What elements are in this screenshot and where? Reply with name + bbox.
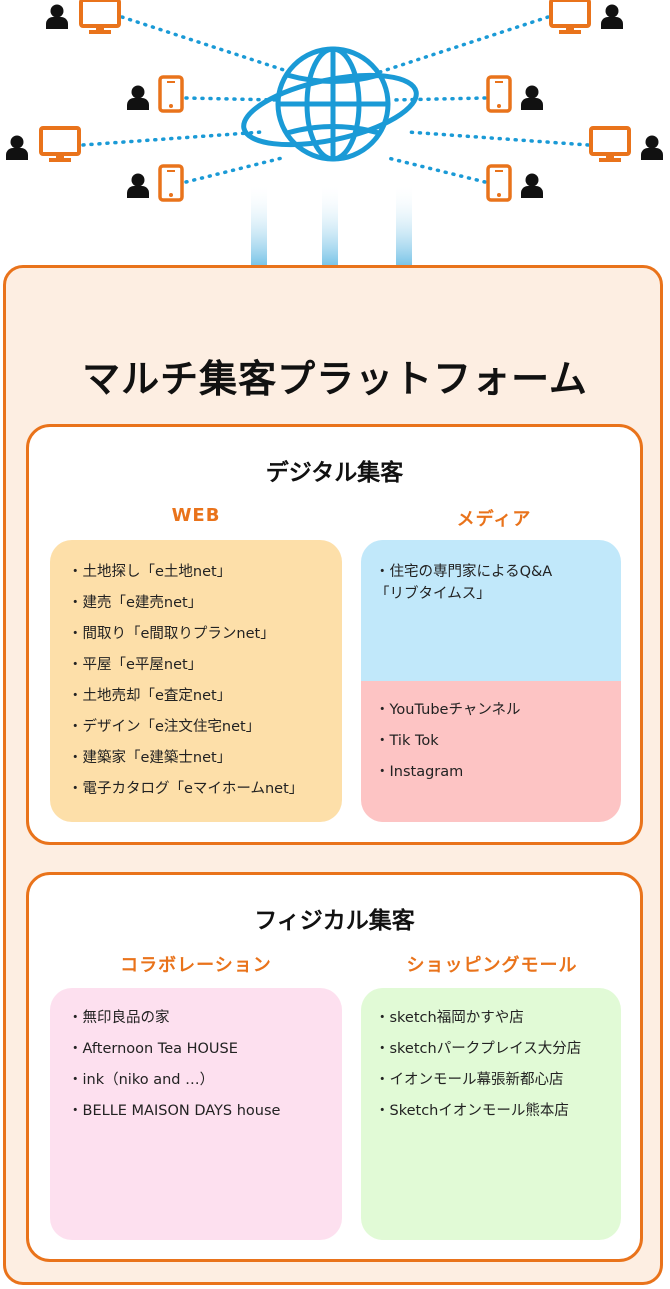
- connection-lines: [81, 15, 590, 184]
- phone-icon: [486, 75, 512, 113]
- network-illustration: [6, 0, 663, 325]
- media-sns-block: YouTubeチャンネル Tik Tok Instagram: [361, 681, 621, 822]
- user-icon: [127, 173, 149, 198]
- list-item: 土地売却「e査定net」: [68, 681, 342, 712]
- media-heading: メディア: [456, 509, 532, 530]
- monitor-icon: [589, 126, 631, 164]
- collab-list: 無印良品の家 Afternoon Tea HOUSE ink（niko and …: [50, 988, 342, 1127]
- user-icon: [601, 4, 623, 29]
- phone-icon: [158, 75, 184, 113]
- list-item: ink（niko and …）: [68, 1065, 342, 1096]
- list-item: 平屋「e平屋net」: [68, 650, 342, 681]
- monitor-icon: [79, 0, 121, 36]
- phone-icon: [486, 164, 512, 202]
- user-icon: [127, 85, 149, 110]
- user-icon: [6, 135, 28, 160]
- page-title: マルチ集客プラットフォーム: [82, 357, 588, 401]
- user-icon: [521, 85, 543, 110]
- list-item: YouTubeチャンネル: [375, 695, 621, 726]
- user-icon: [521, 173, 543, 198]
- mall-list: sketch福岡かすや店 sketchパークプレイス大分店 イオンモール幕張新都…: [361, 988, 621, 1127]
- list-item: デザイン「e注文住宅net」: [68, 712, 342, 743]
- media-card: 住宅の専門家によるQ&A 「リブタイムス」 YouTubeチャンネル Tik T…: [361, 540, 621, 822]
- list-item: Afternoon Tea HOUSE: [68, 1034, 342, 1065]
- list-item: 建売「e建売net」: [68, 588, 342, 619]
- list-item: 間取り「e間取りプランnet」: [68, 619, 342, 650]
- list-item: 無印良品の家: [68, 1003, 342, 1034]
- list-item: Instagram: [375, 757, 621, 788]
- list-item: BELLE MAISON DAYS house: [68, 1096, 342, 1127]
- collab-heading: コラボレーション: [120, 955, 272, 976]
- list-item: sketchパークプレイス大分店: [375, 1034, 621, 1065]
- list-item: 建築家「e建築士net」: [68, 743, 342, 774]
- section-title-physical: フィジカル集客: [254, 908, 415, 934]
- monitor-icon: [39, 126, 81, 164]
- list-item: Tik Tok: [375, 726, 621, 757]
- web-heading: WEB: [171, 505, 221, 526]
- list-item: 土地探し「e土地net」: [68, 557, 342, 588]
- list-item-continued: 「リブタイムス」: [375, 586, 491, 602]
- list-item: Sketchイオンモール熊本店: [375, 1096, 621, 1127]
- list-item: sketch福岡かすや店: [375, 1003, 621, 1034]
- mall-heading: ショッピングモール: [406, 955, 578, 976]
- globe-icon: [241, 46, 419, 162]
- physical-section: フィジカル集客 コラボレーション ショッピングモール 無印良品の家 Aftern…: [26, 872, 643, 1262]
- phone-icon: [158, 164, 184, 202]
- collab-card: 無印良品の家 Afternoon Tea HOUSE ink（niko and …: [50, 988, 342, 1240]
- list-item: 住宅の専門家によるQ&A: [375, 561, 621, 583]
- web-card: 土地探し「e土地net」 建売「e建売net」 間取り「e間取りプランnet」 …: [50, 540, 342, 822]
- list-item: 電子カタログ「eマイホームnet」: [68, 774, 342, 805]
- user-icon: [46, 4, 68, 29]
- user-icon: [641, 135, 663, 160]
- digital-section: デジタル集客 WEB メディア 土地探し「e土地net」 建売「e建売net」 …: [26, 424, 643, 845]
- mall-card: sketch福岡かすや店 sketchパークプレイス大分店 イオンモール幕張新都…: [361, 988, 621, 1240]
- section-title-digital: デジタル集客: [265, 460, 404, 486]
- list-item: イオンモール幕張新都心店: [375, 1065, 621, 1096]
- media-qa-block: 住宅の専門家によるQ&A 「リブタイムス」: [361, 540, 621, 681]
- monitor-icon: [549, 0, 591, 36]
- web-list: 土地探し「e土地net」 建売「e建売net」 間取り「e間取りプランnet」 …: [50, 540, 342, 805]
